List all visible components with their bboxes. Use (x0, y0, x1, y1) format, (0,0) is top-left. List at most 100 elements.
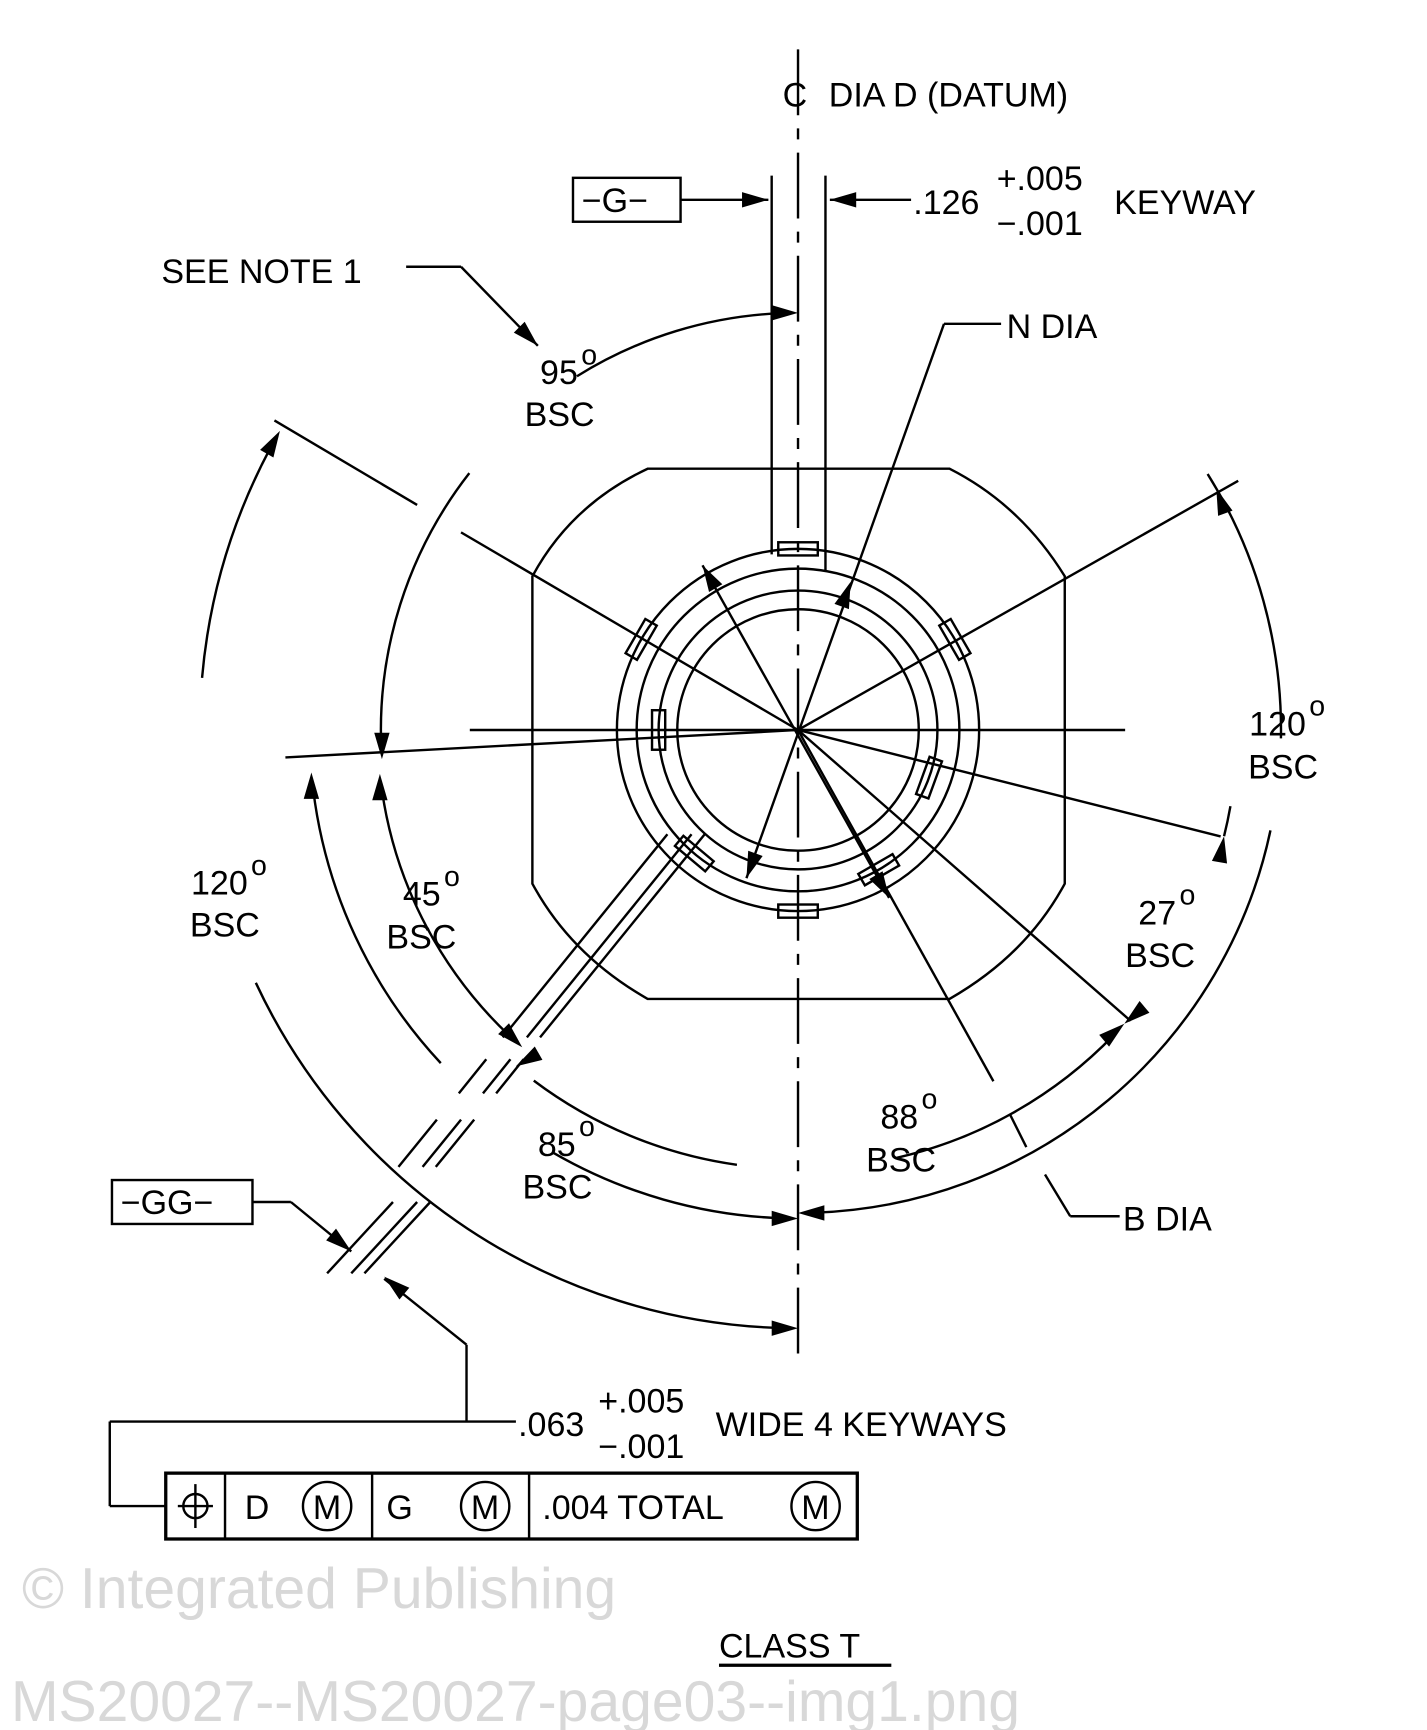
arc-120-right-lower (814, 830, 1272, 1214)
note-arrow (513, 321, 538, 346)
keyway-tol-minus: −.001 (997, 205, 1083, 243)
keyway-edge (363, 1201, 432, 1275)
keyway-tol-plus: +.005 (997, 160, 1083, 198)
keyway-edge (525, 833, 693, 1039)
b-dia-leader (1043, 1173, 1072, 1217)
arc-88-right (896, 1034, 1115, 1159)
arc-45-arrow (372, 773, 388, 801)
mmc-icon (790, 1480, 841, 1532)
keyways-dim: .063 (518, 1406, 584, 1444)
n-dia-arrow (834, 581, 851, 610)
keyway-slot (650, 709, 667, 751)
n-dia-label: N DIA (1007, 308, 1098, 346)
arc-120-right-arrow (1216, 488, 1233, 516)
n-dia-line (701, 564, 891, 899)
body-outline (531, 467, 1066, 1001)
fcf-modifier-1: M (313, 1489, 341, 1527)
arc-85-arrow (303, 772, 320, 799)
svg-text:27o: 27o (1138, 880, 1195, 933)
svg-text:BSC: BSC (1248, 748, 1318, 786)
keyway-edge (350, 1201, 419, 1275)
arc-27 (1222, 806, 1232, 837)
keyway-edge (501, 833, 669, 1039)
keyway-edge (326, 1201, 394, 1275)
keyway-slot (777, 903, 819, 919)
keyed-ring (635, 567, 961, 893)
centerline-symbol: C (783, 76, 808, 114)
arc-120-right-arrow (798, 1205, 825, 1221)
b-dia-label: B DIA (1123, 1201, 1212, 1239)
svg-text:BSC: BSC (523, 1169, 593, 1207)
keyway-edge (397, 1118, 438, 1168)
radial-line-150 (273, 419, 418, 506)
keyway-word: KEYWAY (1114, 184, 1256, 222)
keyway-slot (673, 834, 716, 874)
arc-88 (533, 1079, 738, 1166)
keyways-arrow (384, 1276, 410, 1300)
arc-120-left-lower (254, 982, 778, 1330)
keyways-tol-plus: +.005 (598, 1383, 684, 1421)
arc-120-left-arrow (771, 1320, 799, 1336)
dim-arrow (829, 192, 857, 208)
datum-g-box (571, 176, 682, 223)
bore-circle (676, 608, 920, 852)
watermark-line2: MS20027--MS20027-page03--img1.png (11, 1670, 1020, 1730)
arc-85-lower (553, 1151, 782, 1220)
arc-95-top (576, 311, 784, 378)
arc-95-lower (379, 472, 471, 752)
arc-120-left-arrow (260, 430, 280, 458)
datum-label: DIA D (DATUM) (829, 76, 1068, 114)
mmc-icon (301, 1480, 353, 1532)
arc-88-arrow (515, 1046, 543, 1067)
dim-arrow (742, 192, 769, 208)
n-dia-arrow (746, 850, 763, 879)
arc-27-arrow (1124, 1000, 1150, 1024)
keyway-edge (457, 1058, 488, 1095)
svg-text:88o: 88o (880, 1084, 937, 1137)
datum-g: −G− (582, 182, 648, 220)
arc-45-arrow (498, 1023, 523, 1048)
drawing-title: CLASS T (719, 1628, 860, 1666)
mmc-icon (459, 1480, 511, 1532)
n-dia-arrow (702, 565, 723, 592)
keyway-slot (777, 541, 819, 557)
radial-line-345 (797, 728, 1221, 838)
radial-line-b-dia (1008, 1113, 1028, 1148)
outer-ring (615, 547, 981, 913)
fcf-tolerance: .004 TOTAL (542, 1489, 724, 1527)
arc-95-arrow (771, 305, 799, 321)
fcf-datum-d: D (245, 1489, 270, 1527)
keyway-edge (482, 1058, 512, 1095)
arc-85-arrow (771, 1210, 799, 1227)
inner-ring (657, 589, 939, 871)
arc-27-arrow (1211, 836, 1228, 864)
gg-arrow (326, 1228, 352, 1252)
fcf-modifier-2: M (471, 1489, 499, 1527)
keyway-slot (914, 755, 944, 801)
svg-text:45o: 45o (403, 861, 460, 914)
svg-text:85o: 85o (538, 1111, 595, 1164)
keyway-slot (937, 617, 973, 662)
svg-text:BSC: BSC (1125, 937, 1195, 975)
radial-line-185 (285, 728, 799, 759)
svg-text:BSC: BSC (525, 396, 595, 434)
datum-gg-box (110, 1178, 254, 1226)
keyway-dim: .126 (913, 184, 979, 222)
radial-line-30 (797, 479, 1239, 732)
svg-text:95o: 95o (540, 339, 597, 392)
n-dia-arrow (869, 871, 890, 898)
svg-text:BSC: BSC (386, 918, 456, 956)
radial-line-318 (797, 729, 1132, 1022)
watermark-line1: © Integrated Publishing (22, 1557, 616, 1621)
keyway-edge (421, 1118, 462, 1168)
see-note-label: SEE NOTE 1 (161, 253, 361, 291)
